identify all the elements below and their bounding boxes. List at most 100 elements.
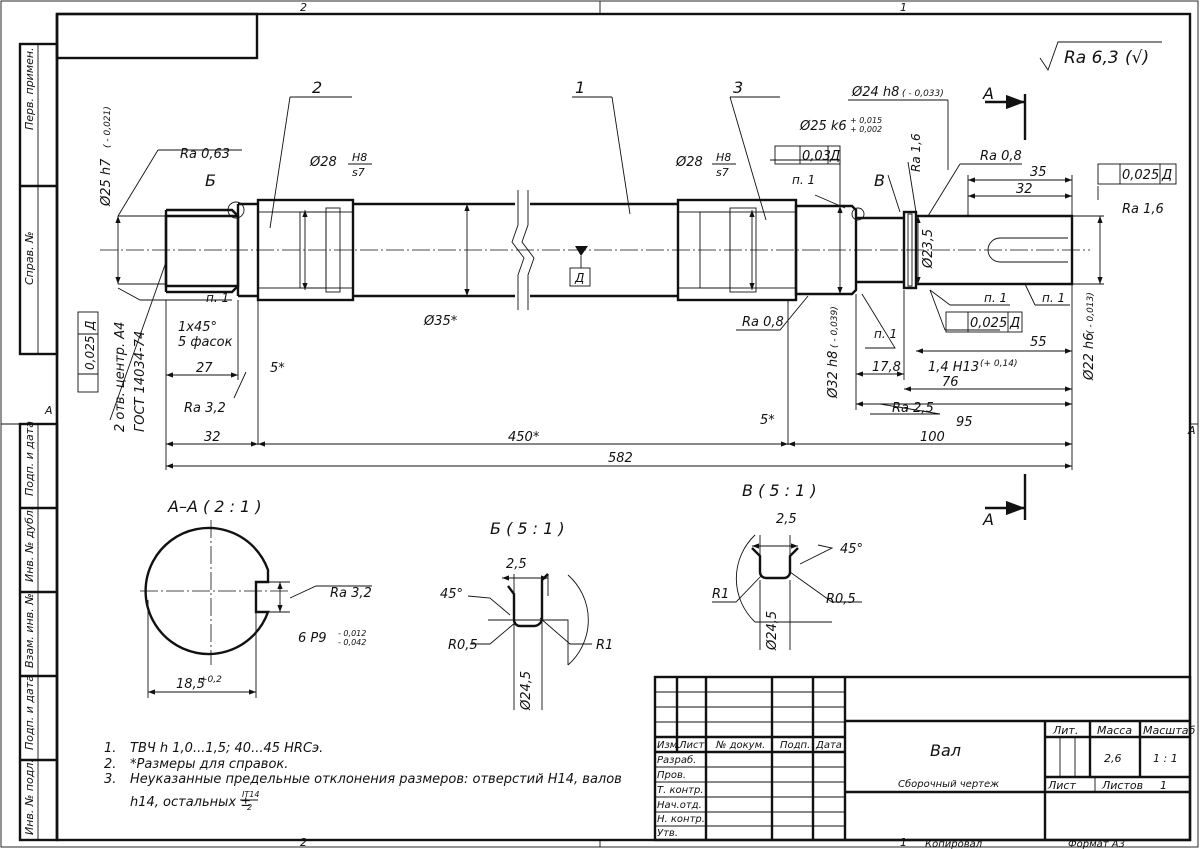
dim-d25k6-tol-top: + 0,015 xyxy=(850,116,882,125)
dim-groove: 1,4 H13 xyxy=(928,360,979,375)
ra-16-a: Ra 1,6 xyxy=(909,133,923,172)
tb-prov: Пров. xyxy=(657,770,686,781)
view-B-r-small: R0,5 xyxy=(448,638,478,653)
dim-d25k6: Ø25 k6 xyxy=(799,119,847,134)
dim-5b: 5* xyxy=(760,413,775,428)
view-B-title: Б ( 5 : 1 ) xyxy=(490,519,565,538)
zone-bottom-right: 1 xyxy=(900,836,907,849)
section-mark-A-bottom: А xyxy=(982,510,994,529)
dim-55: 55 xyxy=(1030,335,1047,350)
section-AA xyxy=(140,520,372,698)
ra-25: Ra 2,5 xyxy=(892,401,934,416)
tb-utv: Утв. xyxy=(657,828,678,839)
dim-d24h8-tol: ( - 0,033) xyxy=(902,89,944,99)
section-AA-title: А–А ( 2 : 1 ) xyxy=(167,497,262,516)
dim-5a: 5* xyxy=(270,361,285,376)
tb-listov-val: 1 xyxy=(1160,779,1167,792)
zone-side-left: A xyxy=(44,404,53,417)
zone-top-right: 1 xyxy=(900,1,907,14)
dim-d28-right: Ø28 xyxy=(675,155,703,170)
centers-2: ГОСТ 14034-74 xyxy=(133,331,148,432)
dim-100: 100 xyxy=(920,430,945,445)
roughness-general: Ra 6,3 xyxy=(1064,48,1119,68)
runout-0025-left-datum: Д xyxy=(83,321,97,331)
position-1: 1 xyxy=(575,78,585,97)
section-AA-ra: Ra 3,2 xyxy=(330,586,372,601)
dim-chamfer: 1x45° xyxy=(178,320,217,335)
stamp-podp-data-2: Подп. и дата xyxy=(23,675,36,750)
view-V-w: 2,5 xyxy=(776,512,797,527)
dim-95: 95 xyxy=(956,415,973,430)
dim-582: 582 xyxy=(608,451,633,466)
note-n1-b: п. 1 xyxy=(206,291,229,305)
dim-35: 35 xyxy=(1030,165,1047,180)
ra-08-a: Ra 0,8 xyxy=(980,149,1022,164)
dim-groove-tol: (+ 0,14) xyxy=(980,359,1017,369)
tb-name: Вал xyxy=(930,741,961,760)
dim-d25h7-tol: ( - 0,021) xyxy=(103,106,113,148)
dim-d28-right-bot: s7 xyxy=(716,166,729,179)
view-B-dia: Ø24,5 xyxy=(519,671,534,711)
note-n1-d: п. 1 xyxy=(1042,291,1065,305)
ra-32-a: Ra 3,2 xyxy=(184,401,226,416)
datum-D: Д xyxy=(574,271,584,285)
tb-massa-val: 2,6 xyxy=(1104,752,1122,765)
runout-frame-mid xyxy=(945,311,1023,333)
tb-data: Дата xyxy=(815,740,842,751)
runout-frame-003 xyxy=(774,145,841,165)
position-3: 3 xyxy=(733,78,743,97)
dim-d22h6: Ø22 h6 xyxy=(1082,333,1097,381)
note-n1-c: п. 1 xyxy=(984,291,1007,305)
note-3-text: Неуказанные предельные отклонения размер… xyxy=(130,772,622,787)
section-AA-key: 6 P9 xyxy=(298,631,327,646)
note-1-num: 1. xyxy=(104,741,116,756)
dim-d25k6-tol-bot: + 0,002 xyxy=(850,125,882,134)
dim-d22h6-tol: ( - 0,013) xyxy=(1086,292,1096,334)
runout-frame-left xyxy=(77,311,99,393)
runout-frame-right xyxy=(1097,163,1177,185)
ra-08-b: Ra 0,8 xyxy=(742,315,784,330)
tb-format: Формат А3 xyxy=(1068,839,1125,849)
view-B-w: 2,5 xyxy=(506,557,527,572)
dim-chamfer-count: 5 фасок xyxy=(178,335,233,350)
centers-1: 2 отв. центр. А4 xyxy=(113,322,128,432)
dim-d28-right-top: H8 xyxy=(716,151,731,164)
zone-bottom-left: 2 xyxy=(300,836,307,849)
note-3-num: 3. xyxy=(104,772,116,787)
dim-d28-left-top: H8 xyxy=(352,151,367,164)
view-V-dia: Ø24,5 xyxy=(765,611,780,651)
dim-178: 17,8 xyxy=(872,360,901,375)
tb-lit: Лит. xyxy=(1052,724,1078,737)
tb-n-kontr: Н. контр. xyxy=(657,814,705,825)
tb-listov-lbl: Листов xyxy=(1101,779,1143,792)
note-2-num: 2. xyxy=(104,757,116,772)
dim-27: 27 xyxy=(196,361,213,376)
section-arrows xyxy=(985,94,1027,520)
note-2-text: *Размеры для справок. xyxy=(130,757,288,772)
view-B-r-big: R1 xyxy=(596,638,613,653)
tb-izm: Изм. xyxy=(657,740,681,751)
dim-d32h8-tol: ( - 0,039) xyxy=(830,306,840,348)
view-B-angle: 45° xyxy=(440,587,463,602)
tb-podp: Подп. xyxy=(780,740,810,751)
view-mark-B: Б xyxy=(205,171,216,190)
dim-d32h8: Ø32 h8 xyxy=(826,351,841,399)
tb-t-kontr: Т. контр. xyxy=(657,785,704,796)
tb-nach-otd: Нач.отд. xyxy=(657,800,702,811)
dim-32-right: 32 xyxy=(1016,182,1033,197)
view-V-r-small: R0,5 xyxy=(826,592,856,607)
section-AA-depth-tol: +0,2 xyxy=(200,675,222,685)
view-V xyxy=(712,534,862,650)
runout-0025-mid: 0,025 xyxy=(970,316,1007,331)
roughness-symbol-icon xyxy=(1039,41,1162,71)
ra-16-b: Ra 1,6 xyxy=(1122,202,1164,217)
view-mark-V: В xyxy=(874,171,885,190)
zone-top-left: 2 xyxy=(300,1,307,14)
dim-d28-left-bot: s7 xyxy=(352,166,365,179)
runout-0025-mid-datum: Д xyxy=(1009,316,1020,331)
view-V-r-big: R1 xyxy=(712,587,729,602)
dim-d235: Ø23,5 xyxy=(921,229,936,269)
shaft-main-view xyxy=(100,190,1090,310)
dim-d35: Ø35* xyxy=(423,314,458,329)
dim-d28-left: Ø28 xyxy=(309,155,337,170)
